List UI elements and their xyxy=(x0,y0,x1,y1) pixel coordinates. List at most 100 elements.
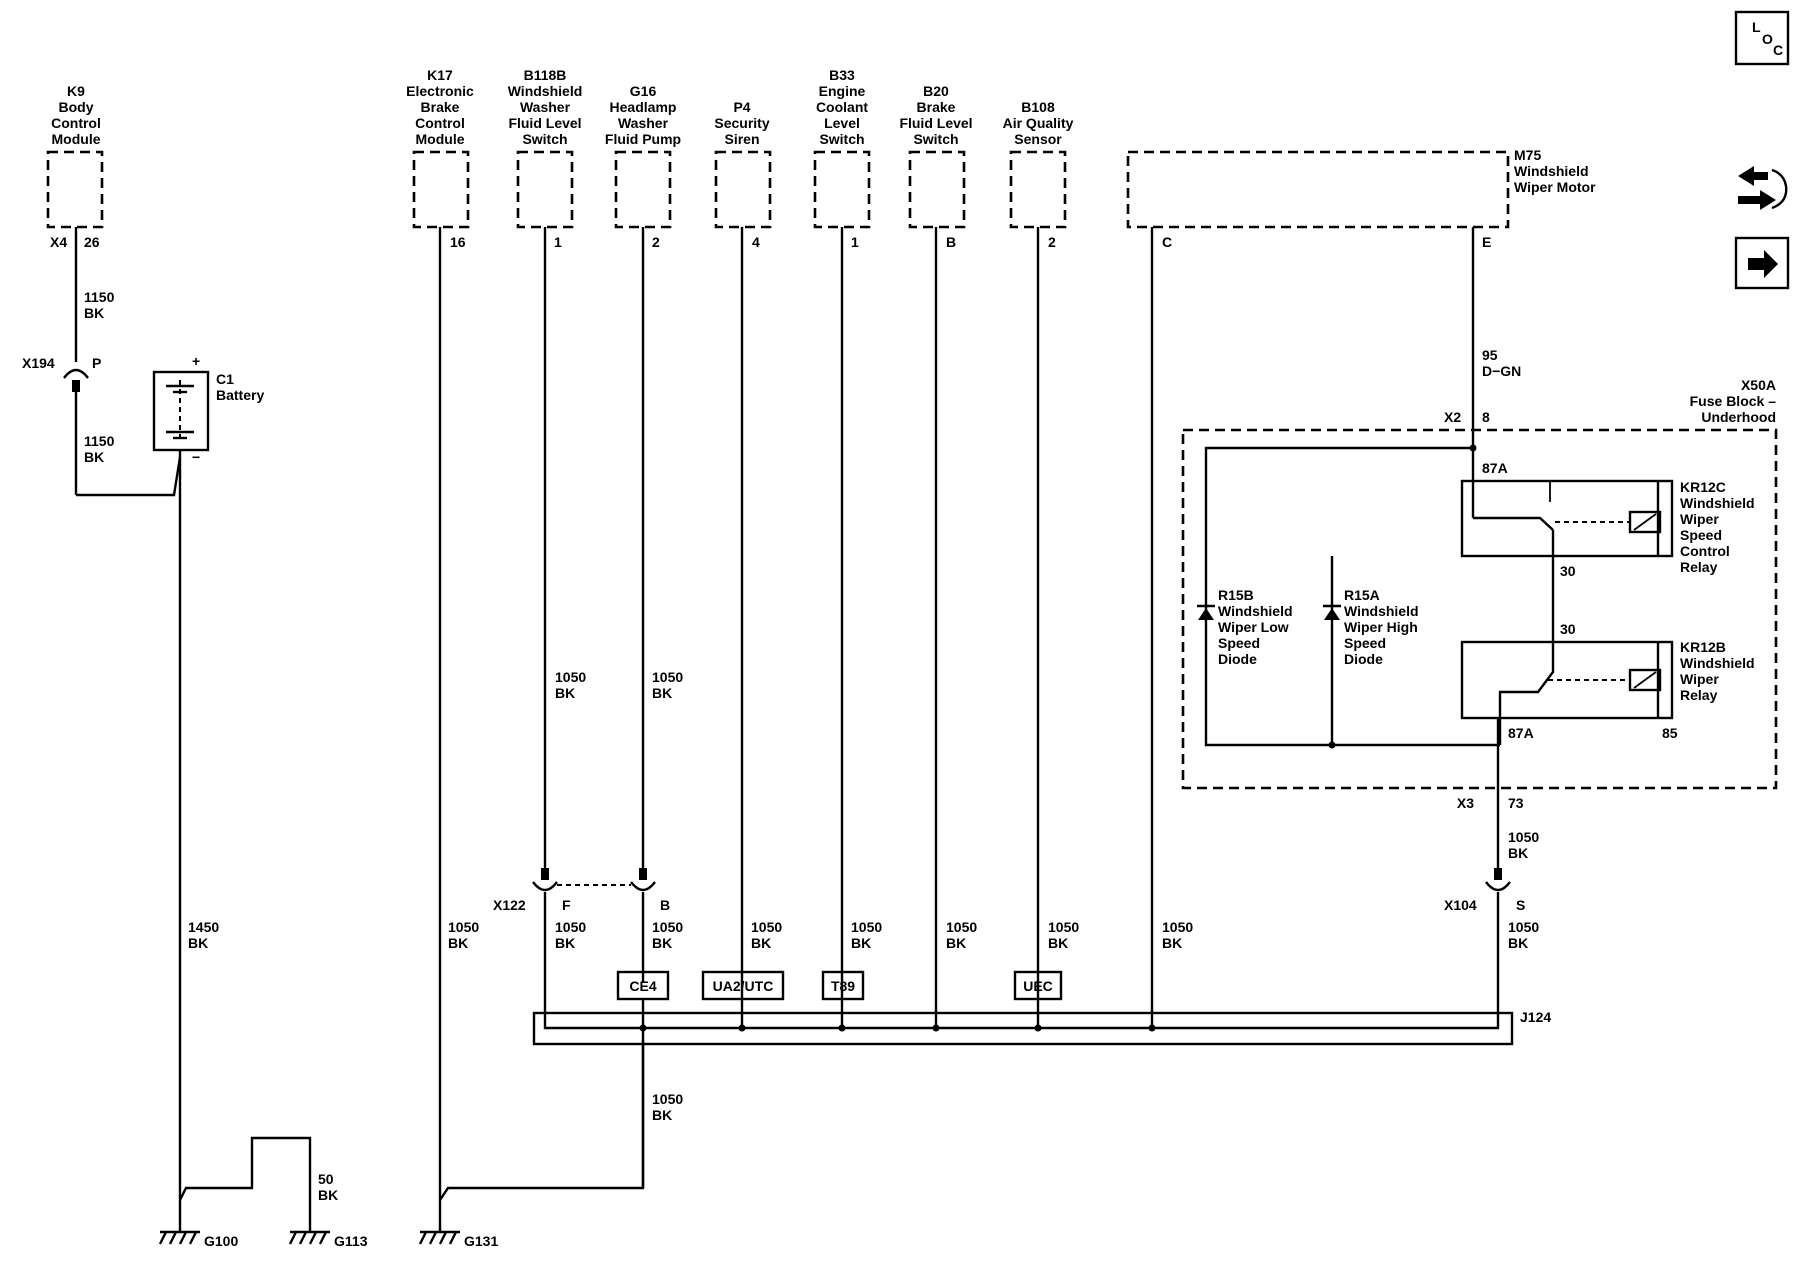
k17-line-3: Control xyxy=(415,115,465,131)
g16-top-circuit: 1050 xyxy=(652,669,683,685)
kr12c-line-1: Windshield xyxy=(1680,495,1755,511)
p4-wire-color: BK xyxy=(751,935,771,951)
b33-line-3: Level xyxy=(824,115,860,131)
p4-wire-circuit: 1050 xyxy=(751,919,782,935)
g100-label: G100 xyxy=(204,1233,238,1249)
g16-line-2: Washer xyxy=(618,115,669,131)
k17-id: K17 xyxy=(427,67,453,83)
option-ua2-label: UA2/UTC xyxy=(713,978,774,994)
c1-name: Battery xyxy=(216,387,264,403)
m75-e-circuit: 95 D−GN xyxy=(1471,227,1521,448)
kr12c-30-label: 30 xyxy=(1560,563,1576,579)
k17-electronic-brake-control-module: K17 Electronic Brake Control Module xyxy=(406,67,474,229)
x3-wire-circuit: 1050 xyxy=(1508,829,1539,845)
b33-engine-coolant-level-switch: B33 Engine Coolant Level Switch xyxy=(813,67,871,229)
r15a-line-3: Speed xyxy=(1344,635,1386,651)
kr12b-line-2: Wiper xyxy=(1680,671,1719,687)
b20-circuit: 1050 BK xyxy=(934,227,977,1028)
k9-pin-label: 26 xyxy=(84,234,100,250)
r15b-low-speed-diode: R15B Windshield Wiper Low Speed Diode xyxy=(1197,587,1293,667)
kr12b-relay: 30 87A 85 KR12B Windshield Wiper Relay xyxy=(1460,621,1755,745)
b118b-top-color: BK xyxy=(555,685,575,701)
kr12c-line-2: Wiper xyxy=(1680,511,1719,527)
connector-view-icon[interactable] xyxy=(1738,166,1788,210)
k9-wire-a-color: BK xyxy=(84,305,104,321)
m75-c-wire-circuit: 1050 xyxy=(1162,919,1193,935)
kr12c-line-5: Relay xyxy=(1680,559,1718,575)
g131-label: G131 xyxy=(464,1233,498,1249)
p4-line-2: Siren xyxy=(724,131,759,147)
k17-pin-label: 16 xyxy=(450,234,466,250)
loc-icon[interactable]: L O C xyxy=(1734,10,1790,66)
k9-line-2: Control xyxy=(51,115,101,131)
m75-e-wire-color: D−GN xyxy=(1482,363,1521,379)
g113-wire-circuit: 50 xyxy=(318,1171,334,1187)
x122-connector: X122 F B xyxy=(493,884,670,913)
x104-label: X104 xyxy=(1444,897,1477,913)
k9-wire-b-circuit: 1150 xyxy=(84,433,115,449)
loc-icon-letter-o: O xyxy=(1762,31,1773,47)
k9-wire-a-circuit: 1150 xyxy=(84,289,115,305)
c1-battery: + − C1 Battery xyxy=(152,353,264,465)
m75-line-1: Windshield xyxy=(1514,163,1589,179)
b108-circuit: 1050 BK xyxy=(1036,227,1079,1028)
b118b-line-2: Washer xyxy=(520,99,571,115)
b118b-line-3: Fluid Level xyxy=(508,115,581,131)
x104-wire-color: BK xyxy=(1508,935,1528,951)
g113-label: G113 xyxy=(334,1233,368,1249)
c1-id: C1 xyxy=(216,371,234,387)
p4-id: P4 xyxy=(733,99,750,115)
g16-circuit: 1050 BK 1050 BK xyxy=(630,227,683,982)
b118b-line-4: Switch xyxy=(522,131,567,147)
k9-circuit: 1150 BK X194 P 1150 BK xyxy=(22,227,182,497)
r15b-line-1: Windshield xyxy=(1218,603,1293,619)
x104-connector xyxy=(1485,881,1511,892)
x3-x104-circuit: X3 73 1050 BK X104 S 1050 BK xyxy=(1444,718,1539,1024)
b108-wire-color: BK xyxy=(1048,935,1068,951)
b20-brake-fluid-level-switch: B20 Brake Fluid Level Switch xyxy=(899,83,973,229)
b20-line-1: Brake xyxy=(917,99,956,115)
kr12b-line-3: Relay xyxy=(1680,687,1718,703)
m75-e-wire-circuit: 95 xyxy=(1482,347,1498,363)
k9-line-1: Body xyxy=(59,99,94,115)
b33-id: B33 xyxy=(829,67,855,83)
p4-security-siren: P4 Security Siren xyxy=(714,99,772,229)
g16-bot-circuit: 1050 xyxy=(652,919,683,935)
kr12c-line-4: Control xyxy=(1680,543,1730,559)
x122-pin-f-label: F xyxy=(562,897,571,913)
next-page-icon[interactable] xyxy=(1734,236,1790,290)
x194-label: X194 xyxy=(22,355,55,371)
p4-line-1: Security xyxy=(714,115,769,131)
k17-line-2: Brake xyxy=(421,99,460,115)
x3-label: X3 xyxy=(1457,795,1474,811)
loc-icon-letter-l: L xyxy=(1752,19,1761,35)
x194-pin-label: P xyxy=(92,355,101,371)
option-uec-label: UEC xyxy=(1023,978,1053,994)
g16-line-1: Headlamp xyxy=(610,99,677,115)
g16-line-3: Fluid Pump xyxy=(605,131,681,147)
x50a-fuse-block: X50A Fuse Block – Underhood X2 8 xyxy=(1181,377,1778,790)
kr12b-30-label: 30 xyxy=(1560,621,1576,637)
battery-wire-color: BK xyxy=(188,935,208,951)
r15a-high-speed-diode: R15A Windshield Wiper High Speed Diode xyxy=(1323,556,1419,749)
battery-ground-circuit: 1450 BK 50 BK xyxy=(178,457,338,1232)
option-t89-label: T89 xyxy=(831,978,855,994)
r15b-line-2: Wiper Low xyxy=(1218,619,1289,635)
kr12b-id: KR12B xyxy=(1680,639,1726,655)
option-t89: T89 xyxy=(821,970,865,1001)
j124-out-color: BK xyxy=(652,1107,672,1123)
g16-id: G16 xyxy=(630,83,657,99)
r15a-line-2: Wiper High xyxy=(1344,619,1418,635)
b118b-pin-label: 1 xyxy=(554,234,562,250)
kr12c-line-3: Speed xyxy=(1680,527,1722,543)
b20-wire-circuit: 1050 xyxy=(946,919,977,935)
p4-circuit: 1050 BK xyxy=(740,227,782,1028)
b118b-circuit: 1050 BK 1050 BK xyxy=(532,227,586,1024)
b33-circuit: 1050 BK xyxy=(840,227,882,1028)
loc-icon-letter-c: C xyxy=(1773,42,1783,58)
x50a-line-1: Fuse Block – xyxy=(1690,393,1777,409)
m75-c-circuit: 1050 BK xyxy=(1150,227,1193,1028)
x104-wire-circuit: 1050 xyxy=(1508,919,1539,935)
kr12b-85-label: 85 xyxy=(1662,725,1678,741)
